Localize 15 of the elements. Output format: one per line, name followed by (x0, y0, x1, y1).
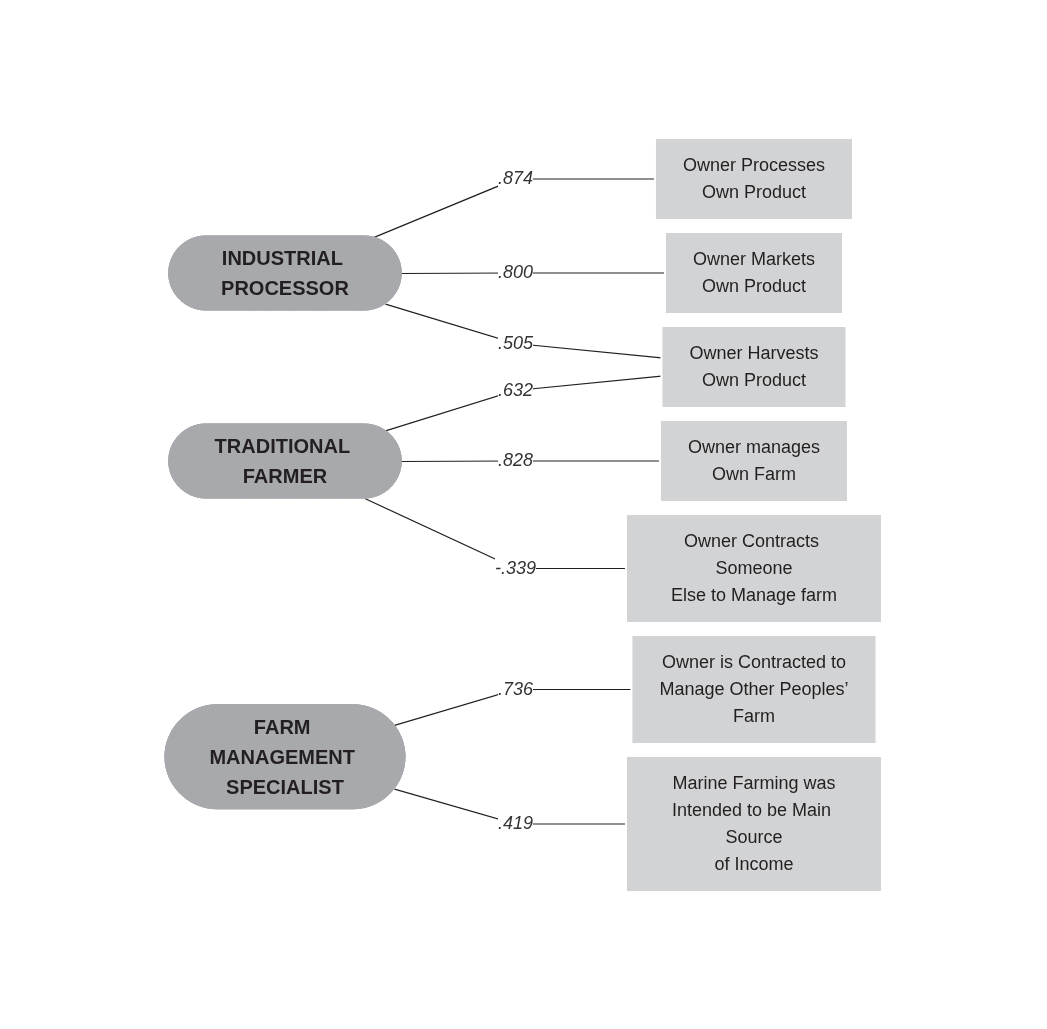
edge-label: .828 (497, 449, 533, 470)
edge-label: -.339 (494, 557, 536, 578)
edge-label: .632 (497, 379, 533, 400)
node-box: Owner manages Own Farm (658, 418, 849, 503)
node-box: Owner Harvests Own Product (660, 324, 848, 409)
node-box: Marine Farming was Intended to be Main Source of Income (625, 754, 883, 893)
edge-label: .505 (497, 332, 533, 353)
edge-label: .874 (497, 168, 533, 188)
node-box: Owner Contracts Someone Else to Manage farm (625, 512, 883, 624)
edge-label: .419 (497, 812, 533, 833)
node-box: Owner Markets Own Product (663, 230, 844, 315)
node-box: Owner is Contracted to Manage Other Peoples’ Farm (630, 633, 878, 745)
edge-label: .736 (497, 678, 533, 699)
edge-label: .800 (497, 262, 533, 282)
node-box: Owner Processes Own Product (653, 136, 854, 221)
